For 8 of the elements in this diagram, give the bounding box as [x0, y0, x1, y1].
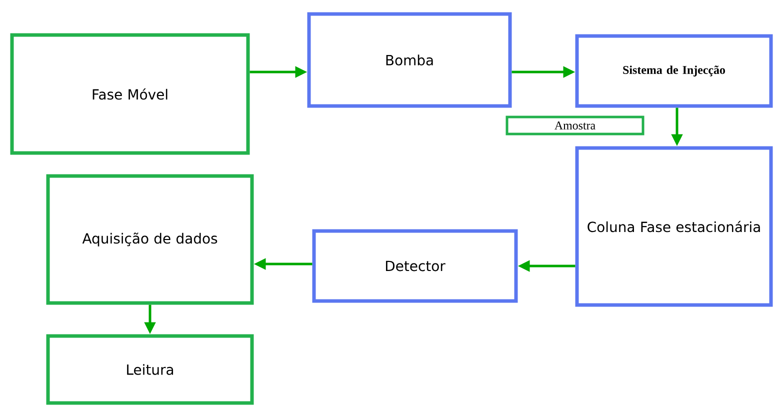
process-box: Leitura: [46, 334, 254, 405]
sample-box: Amostra: [506, 116, 644, 136]
process-box: Sistema de Injecção: [575, 34, 773, 108]
process-box: Coluna Fase estacionária: [575, 146, 773, 307]
process-box: Bomba: [307, 12, 512, 108]
process-box: Detector: [312, 229, 518, 303]
process-box: Fase Móvel: [10, 33, 250, 155]
process-box: Aquisição de dados: [46, 174, 254, 305]
